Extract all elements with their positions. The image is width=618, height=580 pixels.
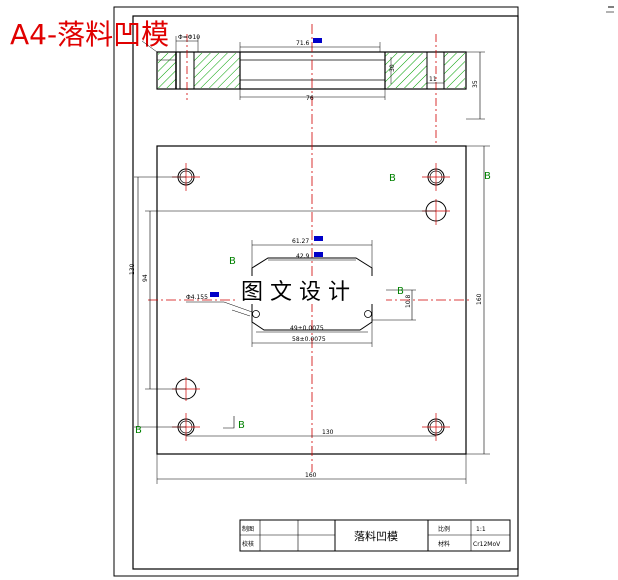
bolt-hole-br [422, 413, 450, 441]
drawn-by-label: 制图 [242, 525, 254, 533]
bolt-hole-tr [422, 163, 450, 191]
flag-icon [210, 292, 219, 297]
section-label: B [135, 425, 142, 436]
dim-bottom-inner2: 58±0.0075 [292, 336, 326, 343]
dim-vert-inner: 10.8 [405, 294, 412, 308]
dim-inner-top1: 61.27 [292, 238, 309, 245]
scale-label: 比例 [438, 525, 450, 533]
dim-right-height: 35 [472, 80, 479, 88]
hatch-right-b [444, 53, 465, 88]
section-view: Φ=Φ10 71.6 30 76 11 35 [141, 24, 485, 145]
dim-hole-spacing-h: 130 [322, 429, 334, 436]
material-label: 材料 [438, 540, 450, 548]
dim-small: 11 [429, 76, 437, 83]
dim-hole: Φ4.155 [186, 294, 208, 301]
section-label: B [229, 256, 236, 267]
dowel-hole-right [422, 199, 450, 225]
dim-left-outer: 130 [129, 263, 136, 275]
scale-value: 1:1 [476, 526, 486, 533]
plan-view: 61.27 42.9 49±0.0075 58±0.0075 Φ4.155 10… [129, 140, 491, 484]
flag-icon [314, 252, 323, 257]
drawing-title: A4-落料凹模 [10, 18, 169, 51]
dim-bottom-inner1: 49±0.0075 [290, 325, 324, 332]
section-label: B [484, 171, 491, 182]
section-label: B [389, 173, 396, 184]
hatch-right-a [385, 53, 427, 88]
material-value: Cr12MoV [473, 541, 501, 548]
pilot-hole-right [364, 310, 372, 318]
flag-icon [313, 38, 322, 43]
hatch-left-b [194, 53, 240, 88]
pilot-hole-left [252, 310, 260, 318]
dim-left-inner: 94 [142, 274, 149, 282]
section-label: B [238, 420, 245, 431]
watermark-bg [236, 276, 386, 304]
flag-icon [314, 236, 323, 241]
watermark-text: 图 文 设 计 [241, 280, 350, 305]
inner-frame [132, 15, 519, 570]
dim-bottom-width: 76 [306, 95, 314, 102]
part-name: 落料凹模 [354, 529, 398, 543]
dim-right-h: 160 [476, 293, 483, 305]
dim-top-width: 71.6 [296, 40, 310, 47]
dim-hole-dia: Φ=Φ10 [178, 34, 200, 41]
dim-total-w: 160 [305, 472, 317, 479]
section-outline [156, 51, 467, 90]
checked-by-label: 校核 [242, 540, 254, 548]
dim-height: 30 [389, 64, 396, 72]
dim-inner-top2: 42.9 [296, 253, 310, 260]
title-block: 制图 校核 落料凹模 比例 1:1 材料 Cr12MoV [239, 519, 511, 552]
hatch-left-a [158, 53, 176, 88]
section-label: B [397, 286, 404, 297]
